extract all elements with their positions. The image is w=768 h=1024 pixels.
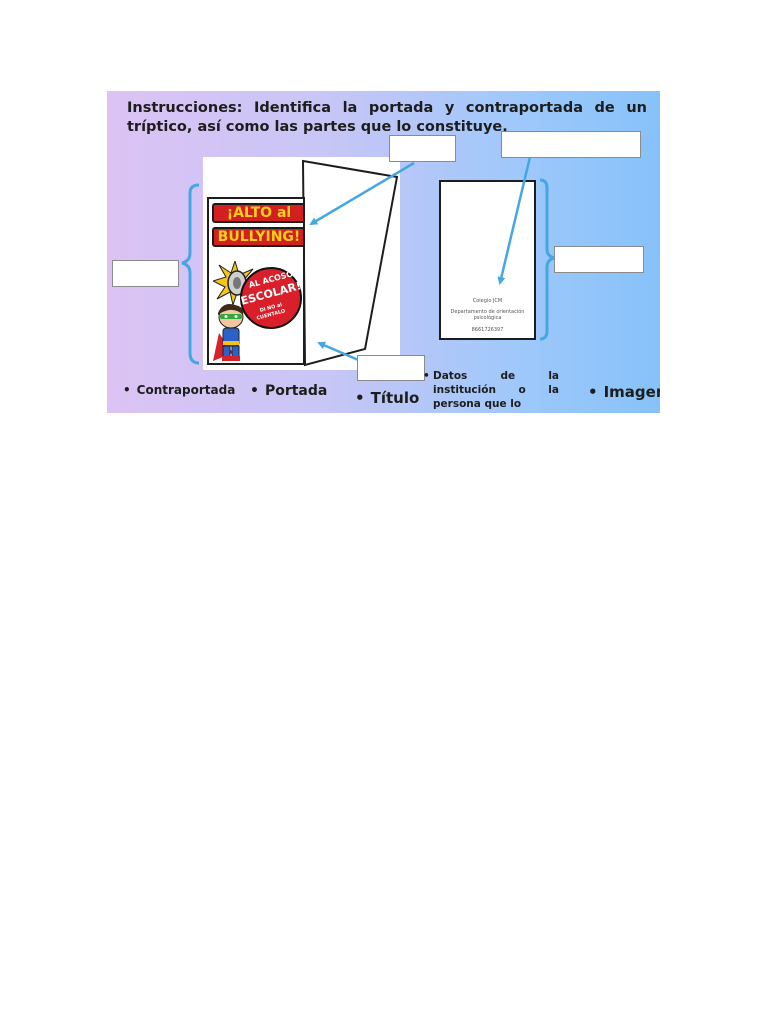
activity-slide: Instrucciones: Identifica la portada y c… bbox=[107, 91, 660, 413]
option-titulo: •Título bbox=[355, 389, 420, 407]
option-imagen: •Imagen bbox=[588, 383, 660, 401]
back-department-line2: psicológica bbox=[473, 315, 502, 321]
answer-box-right[interactable] bbox=[554, 246, 644, 273]
answer-box-left[interactable] bbox=[112, 260, 179, 287]
arrow-to-image bbox=[317, 341, 364, 364]
brochure-back-cover: Colegio JCM Departamento de orientación … bbox=[439, 180, 536, 340]
cover-title-line1: ¡ALTO al bbox=[212, 203, 303, 223]
option-contraportada: •Contraportada bbox=[123, 383, 236, 397]
superhero-kid-icon bbox=[213, 304, 244, 361]
arrow-to-back-data bbox=[497, 156, 532, 285]
right-bracket bbox=[539, 178, 560, 341]
instructions-text: Instrucciones: Identifica la portada y c… bbox=[127, 100, 647, 135]
option-portada: •Portada bbox=[250, 383, 328, 399]
left-bracket bbox=[181, 183, 200, 365]
back-department-line1: Departamento de orientación bbox=[450, 309, 525, 315]
option-datos: •Datos de la institución o la persona qu… bbox=[423, 370, 559, 413]
cover-badge: AL ACOSO ESCOLAR! Di NO al CUENTALO bbox=[239, 267, 303, 329]
back-phone: 8661726397 bbox=[471, 327, 504, 333]
answer-box-back-data[interactable] bbox=[501, 131, 641, 158]
cover-title-line2: BULLYING! bbox=[212, 227, 303, 247]
back-school: Colegio JCM bbox=[472, 298, 503, 304]
answer-box-title[interactable] bbox=[389, 135, 456, 162]
answer-box-image[interactable] bbox=[357, 355, 425, 381]
arrow-to-title bbox=[309, 161, 415, 226]
brochure-cover: ¡ALTO al BULLYING! AL ACOSO ESCOLAR! Di … bbox=[207, 197, 305, 365]
